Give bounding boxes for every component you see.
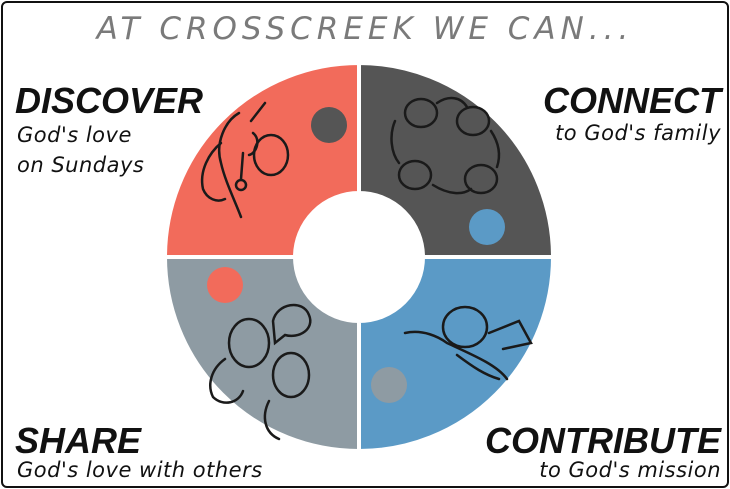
center-hole bbox=[297, 195, 421, 319]
discover-illustration bbox=[200, 101, 290, 219]
discover-quadrant bbox=[162, 60, 361, 259]
discover-subtitle-line-1: God's love bbox=[17, 123, 132, 147]
connect-connector-tab bbox=[469, 209, 505, 245]
share-subtitle: God's love with others bbox=[17, 458, 263, 482]
discover-subtitle-line-2: on Sundays bbox=[17, 153, 145, 177]
connect-heading: CONNECT bbox=[543, 80, 721, 121]
discover-piece bbox=[162, 60, 361, 259]
connect-quadrant bbox=[357, 60, 556, 259]
puzzle-wheel bbox=[162, 60, 556, 454]
contribute-heading: CONTRIBUTE bbox=[485, 420, 721, 461]
connect-piece bbox=[357, 60, 556, 259]
discover-connector-tab bbox=[311, 107, 347, 143]
share-heading: SHARE bbox=[15, 420, 142, 461]
contribute-subtitle: to God's mission bbox=[539, 458, 721, 482]
page-title: AT CROSSCREEK WE CAN... bbox=[96, 11, 634, 47]
contribute-connector-tab bbox=[371, 367, 407, 403]
connect-subtitle: to God's family bbox=[555, 121, 721, 145]
discover-heading: DISCOVER bbox=[15, 80, 204, 121]
share-quadrant bbox=[162, 255, 361, 454]
share-illustration bbox=[209, 303, 312, 441]
contribute-piece bbox=[357, 255, 556, 454]
connect-illustration bbox=[390, 96, 501, 195]
contribute-illustration bbox=[403, 305, 533, 381]
share-connector-tab bbox=[207, 267, 243, 303]
share-piece bbox=[162, 255, 361, 454]
contribute-quadrant bbox=[357, 255, 556, 454]
